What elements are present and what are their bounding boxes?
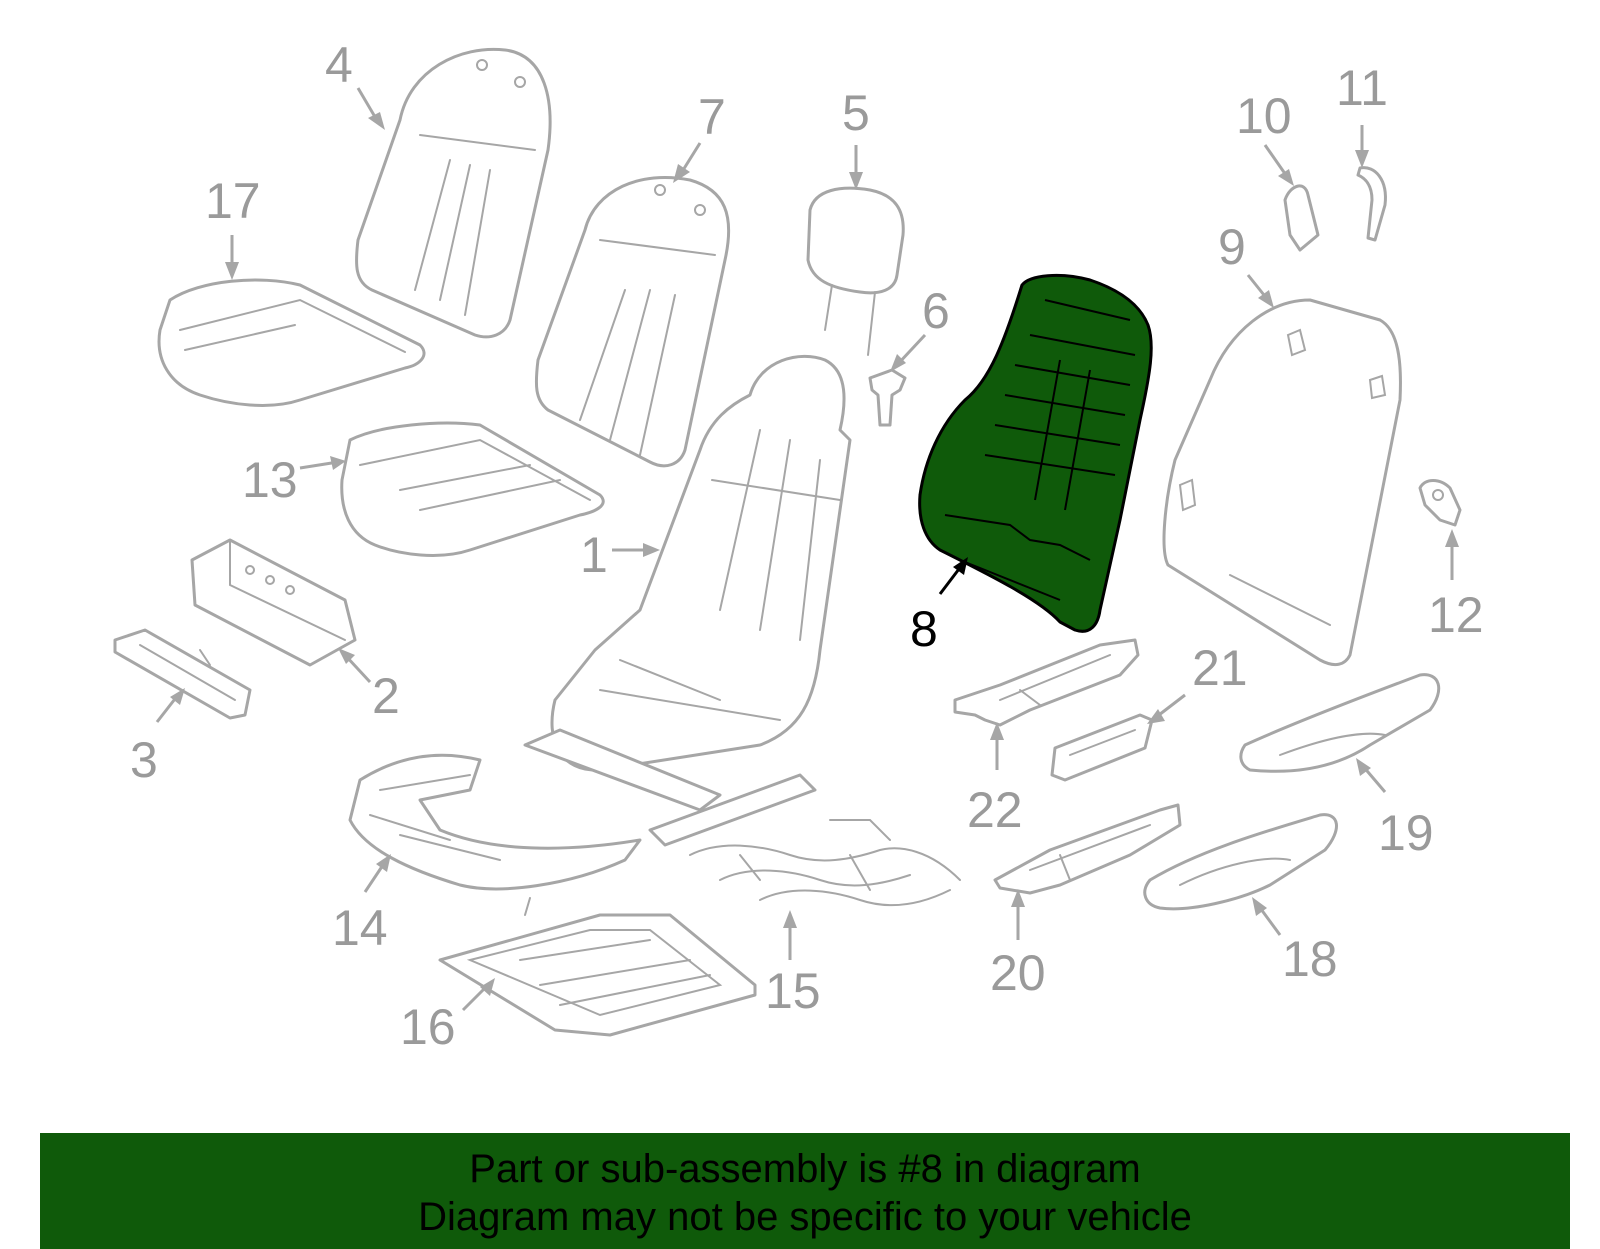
callout-18: 18 xyxy=(1282,931,1338,987)
part-7-backrest-pad xyxy=(534,175,731,468)
part-6-guide xyxy=(868,368,907,427)
part-9-back-panel xyxy=(1162,298,1402,667)
callout-15: 15 xyxy=(765,963,821,1019)
part-19-trim-cover xyxy=(1239,673,1441,773)
part-3-bracket xyxy=(113,628,252,720)
part-10-trim xyxy=(1283,184,1320,252)
banner-line-part-number: Part or sub-assembly is #8 in diagram xyxy=(469,1147,1141,1191)
part-4-backrest-cover xyxy=(355,47,552,339)
callout-12: 12 xyxy=(1428,587,1484,643)
part-2-module xyxy=(190,538,357,667)
callout-1: 1 xyxy=(580,527,608,583)
part-14-seat-frame xyxy=(348,753,642,916)
part-13-cushion-pad xyxy=(340,421,605,557)
part-17-cushion-cover xyxy=(157,278,426,407)
callout-19: 19 xyxy=(1378,805,1434,861)
part-16-seat-mat xyxy=(438,913,757,1037)
callout-7: 7 xyxy=(698,89,726,145)
part-21-switch xyxy=(1050,713,1154,782)
callout-21: 21 xyxy=(1192,640,1248,696)
callout-11: 11 xyxy=(1336,60,1388,116)
part-18-side-trim xyxy=(1143,813,1338,911)
part-1-seat-assembly xyxy=(523,354,852,847)
callout-2: 2 xyxy=(372,668,400,724)
part-12-bracket xyxy=(1418,479,1462,527)
callout-labels: 4 7 17 5 6 13 1 2 3 14 16 15 8 10 11 9 1… xyxy=(130,37,1484,1055)
callout-6: 6 xyxy=(922,283,950,339)
callout-8: 8 xyxy=(910,601,938,657)
callout-16: 16 xyxy=(400,999,456,1055)
callout-22: 22 xyxy=(967,782,1023,838)
part-15-springs xyxy=(689,819,961,907)
callout-9: 9 xyxy=(1218,219,1246,275)
callout-17: 17 xyxy=(205,173,261,229)
callout-20: 20 xyxy=(990,945,1046,1001)
part-20-side-bracket xyxy=(993,803,1182,895)
callout-14: 14 xyxy=(332,900,388,956)
part-22-recliner-bracket xyxy=(953,638,1140,727)
callout-13: 13 xyxy=(242,452,298,508)
callout-3: 3 xyxy=(130,732,158,788)
info-banner: Part or sub-assembly is #8 in diagram Di… xyxy=(40,1133,1570,1249)
part-5-headrest xyxy=(806,186,905,356)
callout-5: 5 xyxy=(842,85,870,141)
parts-diagram: 4 7 17 5 6 13 1 2 3 14 16 15 8 10 11 9 1… xyxy=(113,37,1484,1055)
leader-arrows xyxy=(155,87,1459,1012)
callout-4: 4 xyxy=(325,37,353,93)
callout-10: 10 xyxy=(1236,88,1292,144)
part-11-trim xyxy=(1356,166,1387,242)
banner-line-disclaimer: Diagram may not be specific to your vehi… xyxy=(418,1195,1192,1239)
part-8-backrest-frame-highlighted xyxy=(918,274,1153,633)
